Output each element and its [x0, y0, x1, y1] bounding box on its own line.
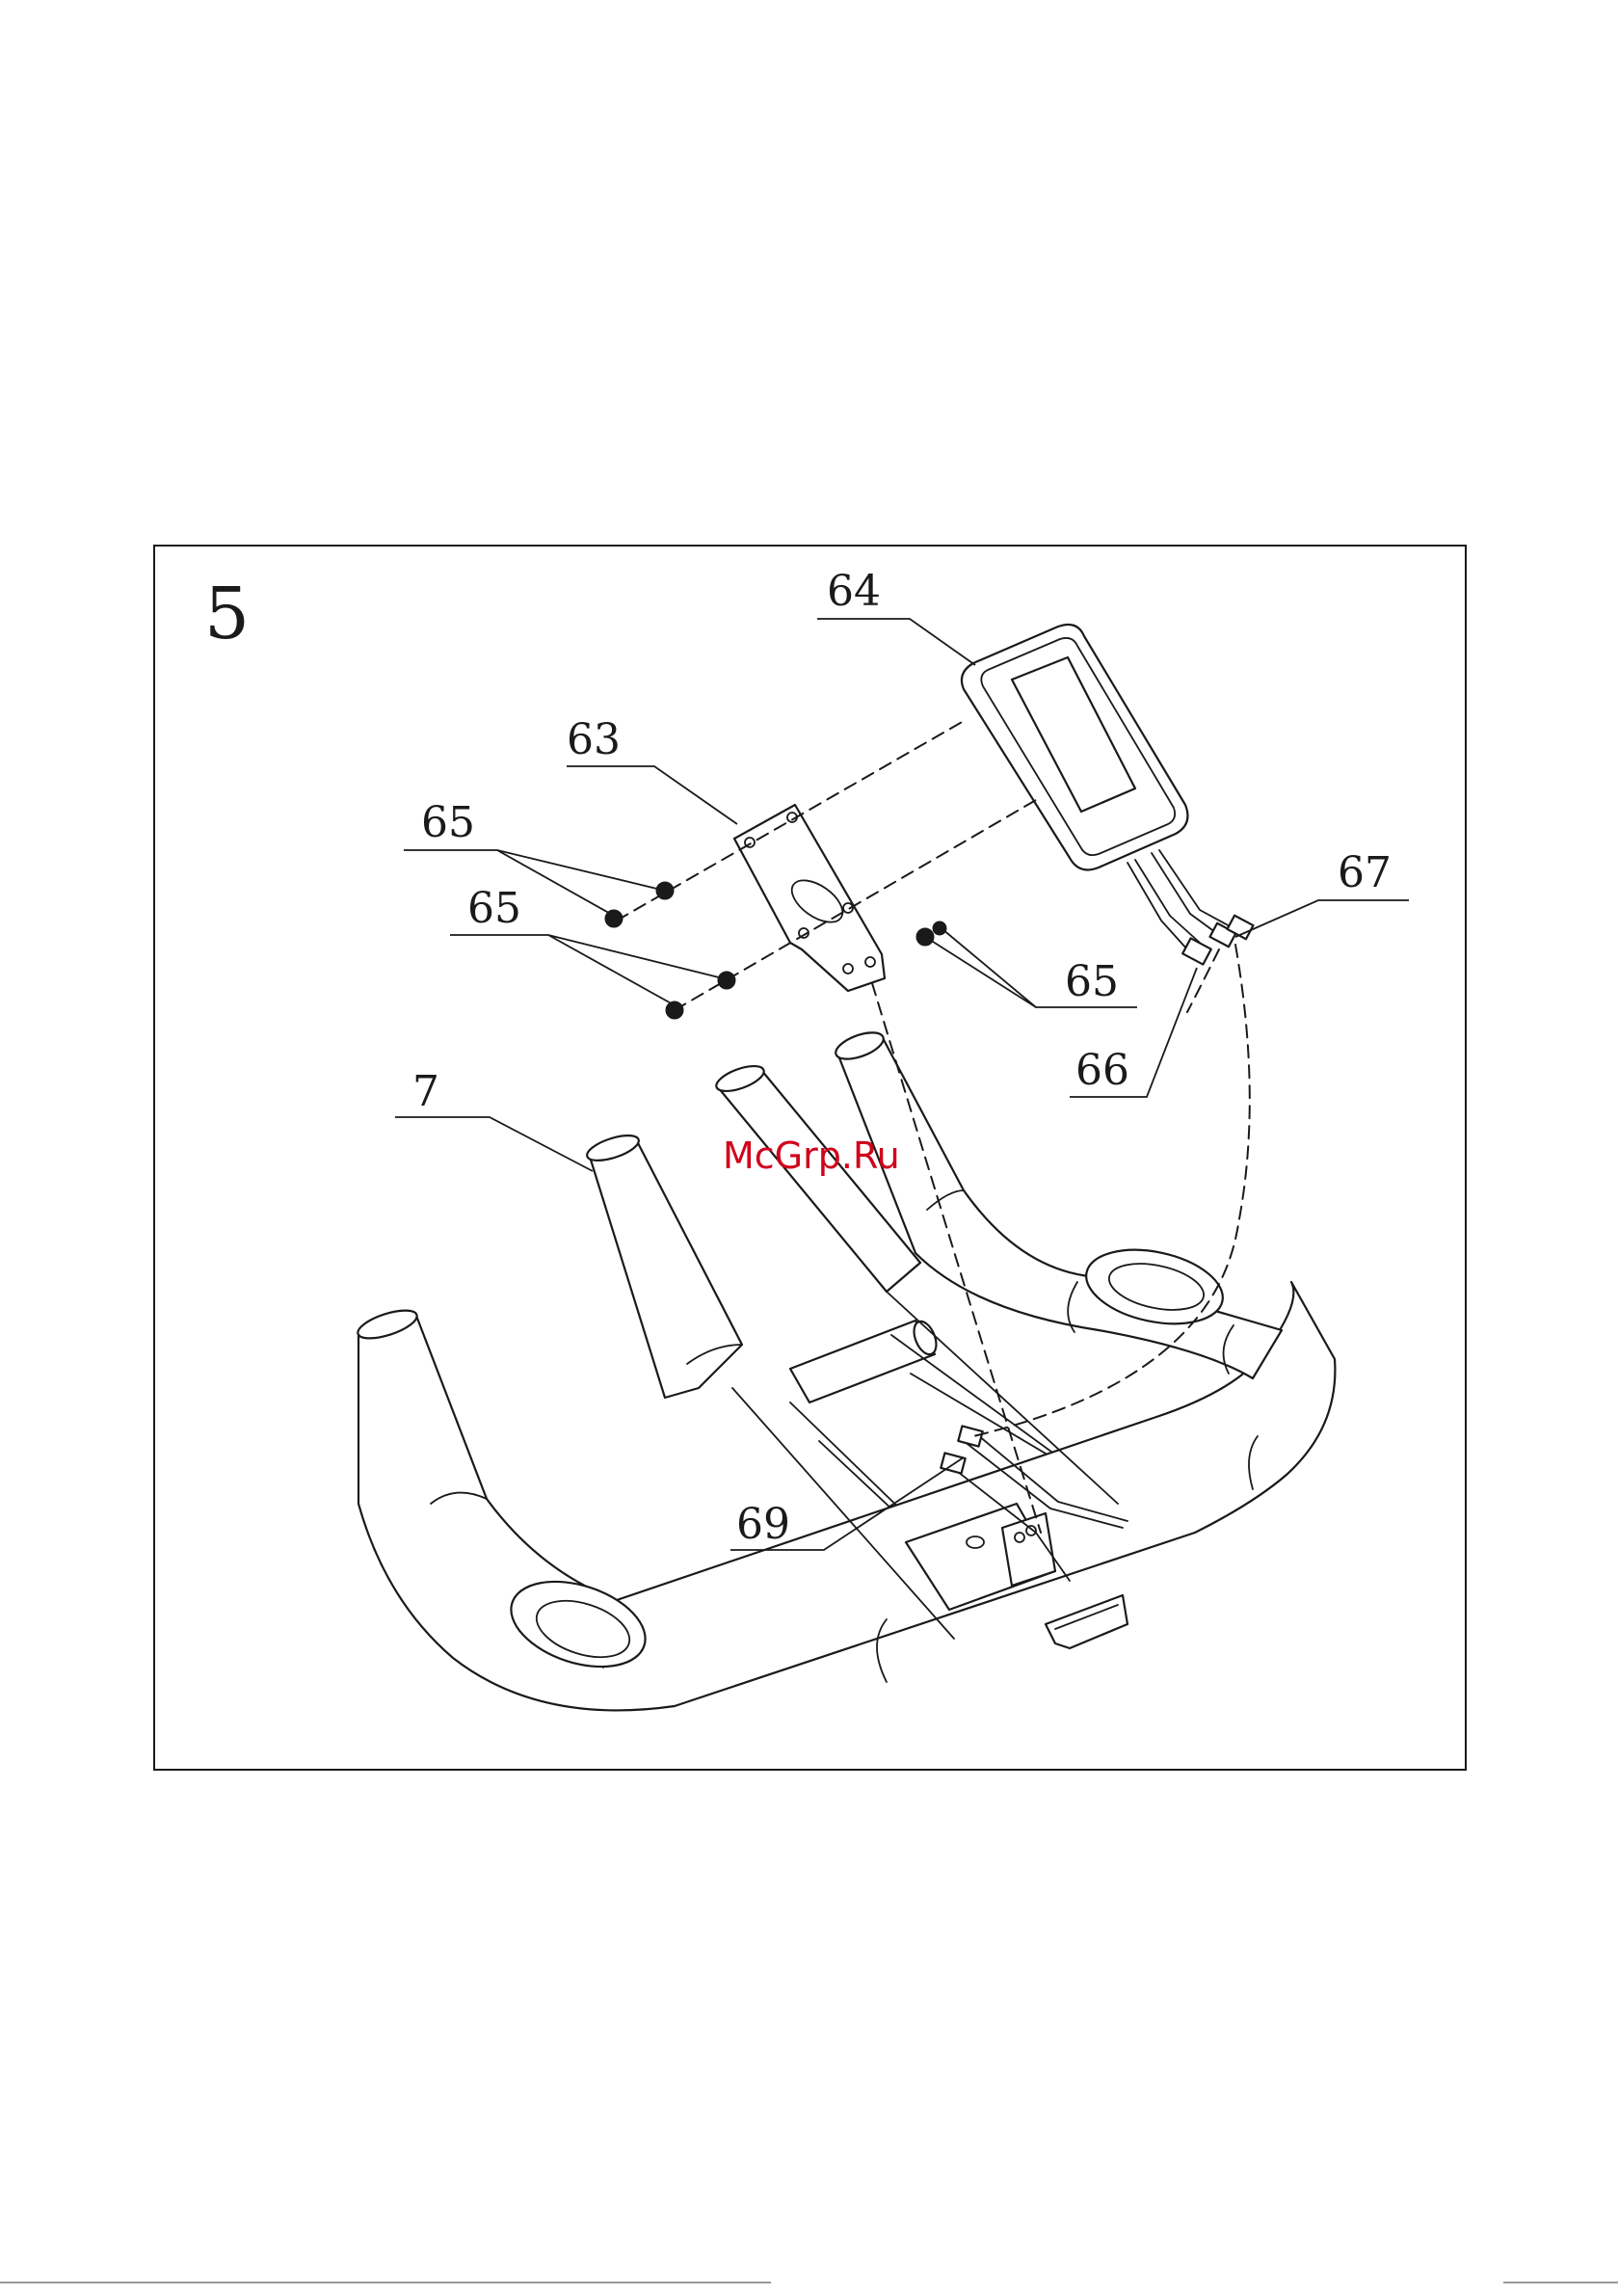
connector-66 [1182, 938, 1211, 964]
callout-66: 66 [1075, 1046, 1129, 1095]
bracket-plate [734, 805, 885, 991]
step-number: 5 [204, 573, 250, 655]
console-cable-1 [1127, 863, 1187, 949]
middle-tube [590, 1139, 742, 1398]
callout-65-lower: 65 [467, 884, 521, 933]
callout-69: 69 [736, 1500, 790, 1549]
screw [933, 921, 946, 935]
handlebar-frame [355, 1028, 1335, 1711]
watermark: McGrp.Ru [723, 1135, 900, 1177]
callout-7: 7 [412, 1067, 439, 1116]
lower-connector-a [958, 1426, 982, 1446]
leader-65b-b [548, 935, 675, 1005]
leader-7 [395, 1117, 593, 1171]
console-cable-3 [1152, 853, 1219, 935]
clamp-block [1046, 1595, 1127, 1648]
dash-cable-right [973, 945, 1250, 1436]
callout-64: 64 [827, 567, 881, 616]
console-cable-2 [1135, 860, 1200, 943]
callout-63: 63 [567, 715, 621, 764]
callout-67: 67 [1338, 848, 1392, 897]
screw [916, 928, 934, 946]
callout-65-upper: 65 [421, 798, 475, 847]
leader-63 [567, 766, 737, 824]
callout-65-right: 65 [1065, 957, 1119, 1006]
leader-65c-b [942, 929, 1036, 1007]
bracket-63 [734, 805, 885, 991]
leader-64 [817, 619, 975, 665]
leader-67 [1235, 900, 1409, 937]
console [962, 625, 1254, 965]
